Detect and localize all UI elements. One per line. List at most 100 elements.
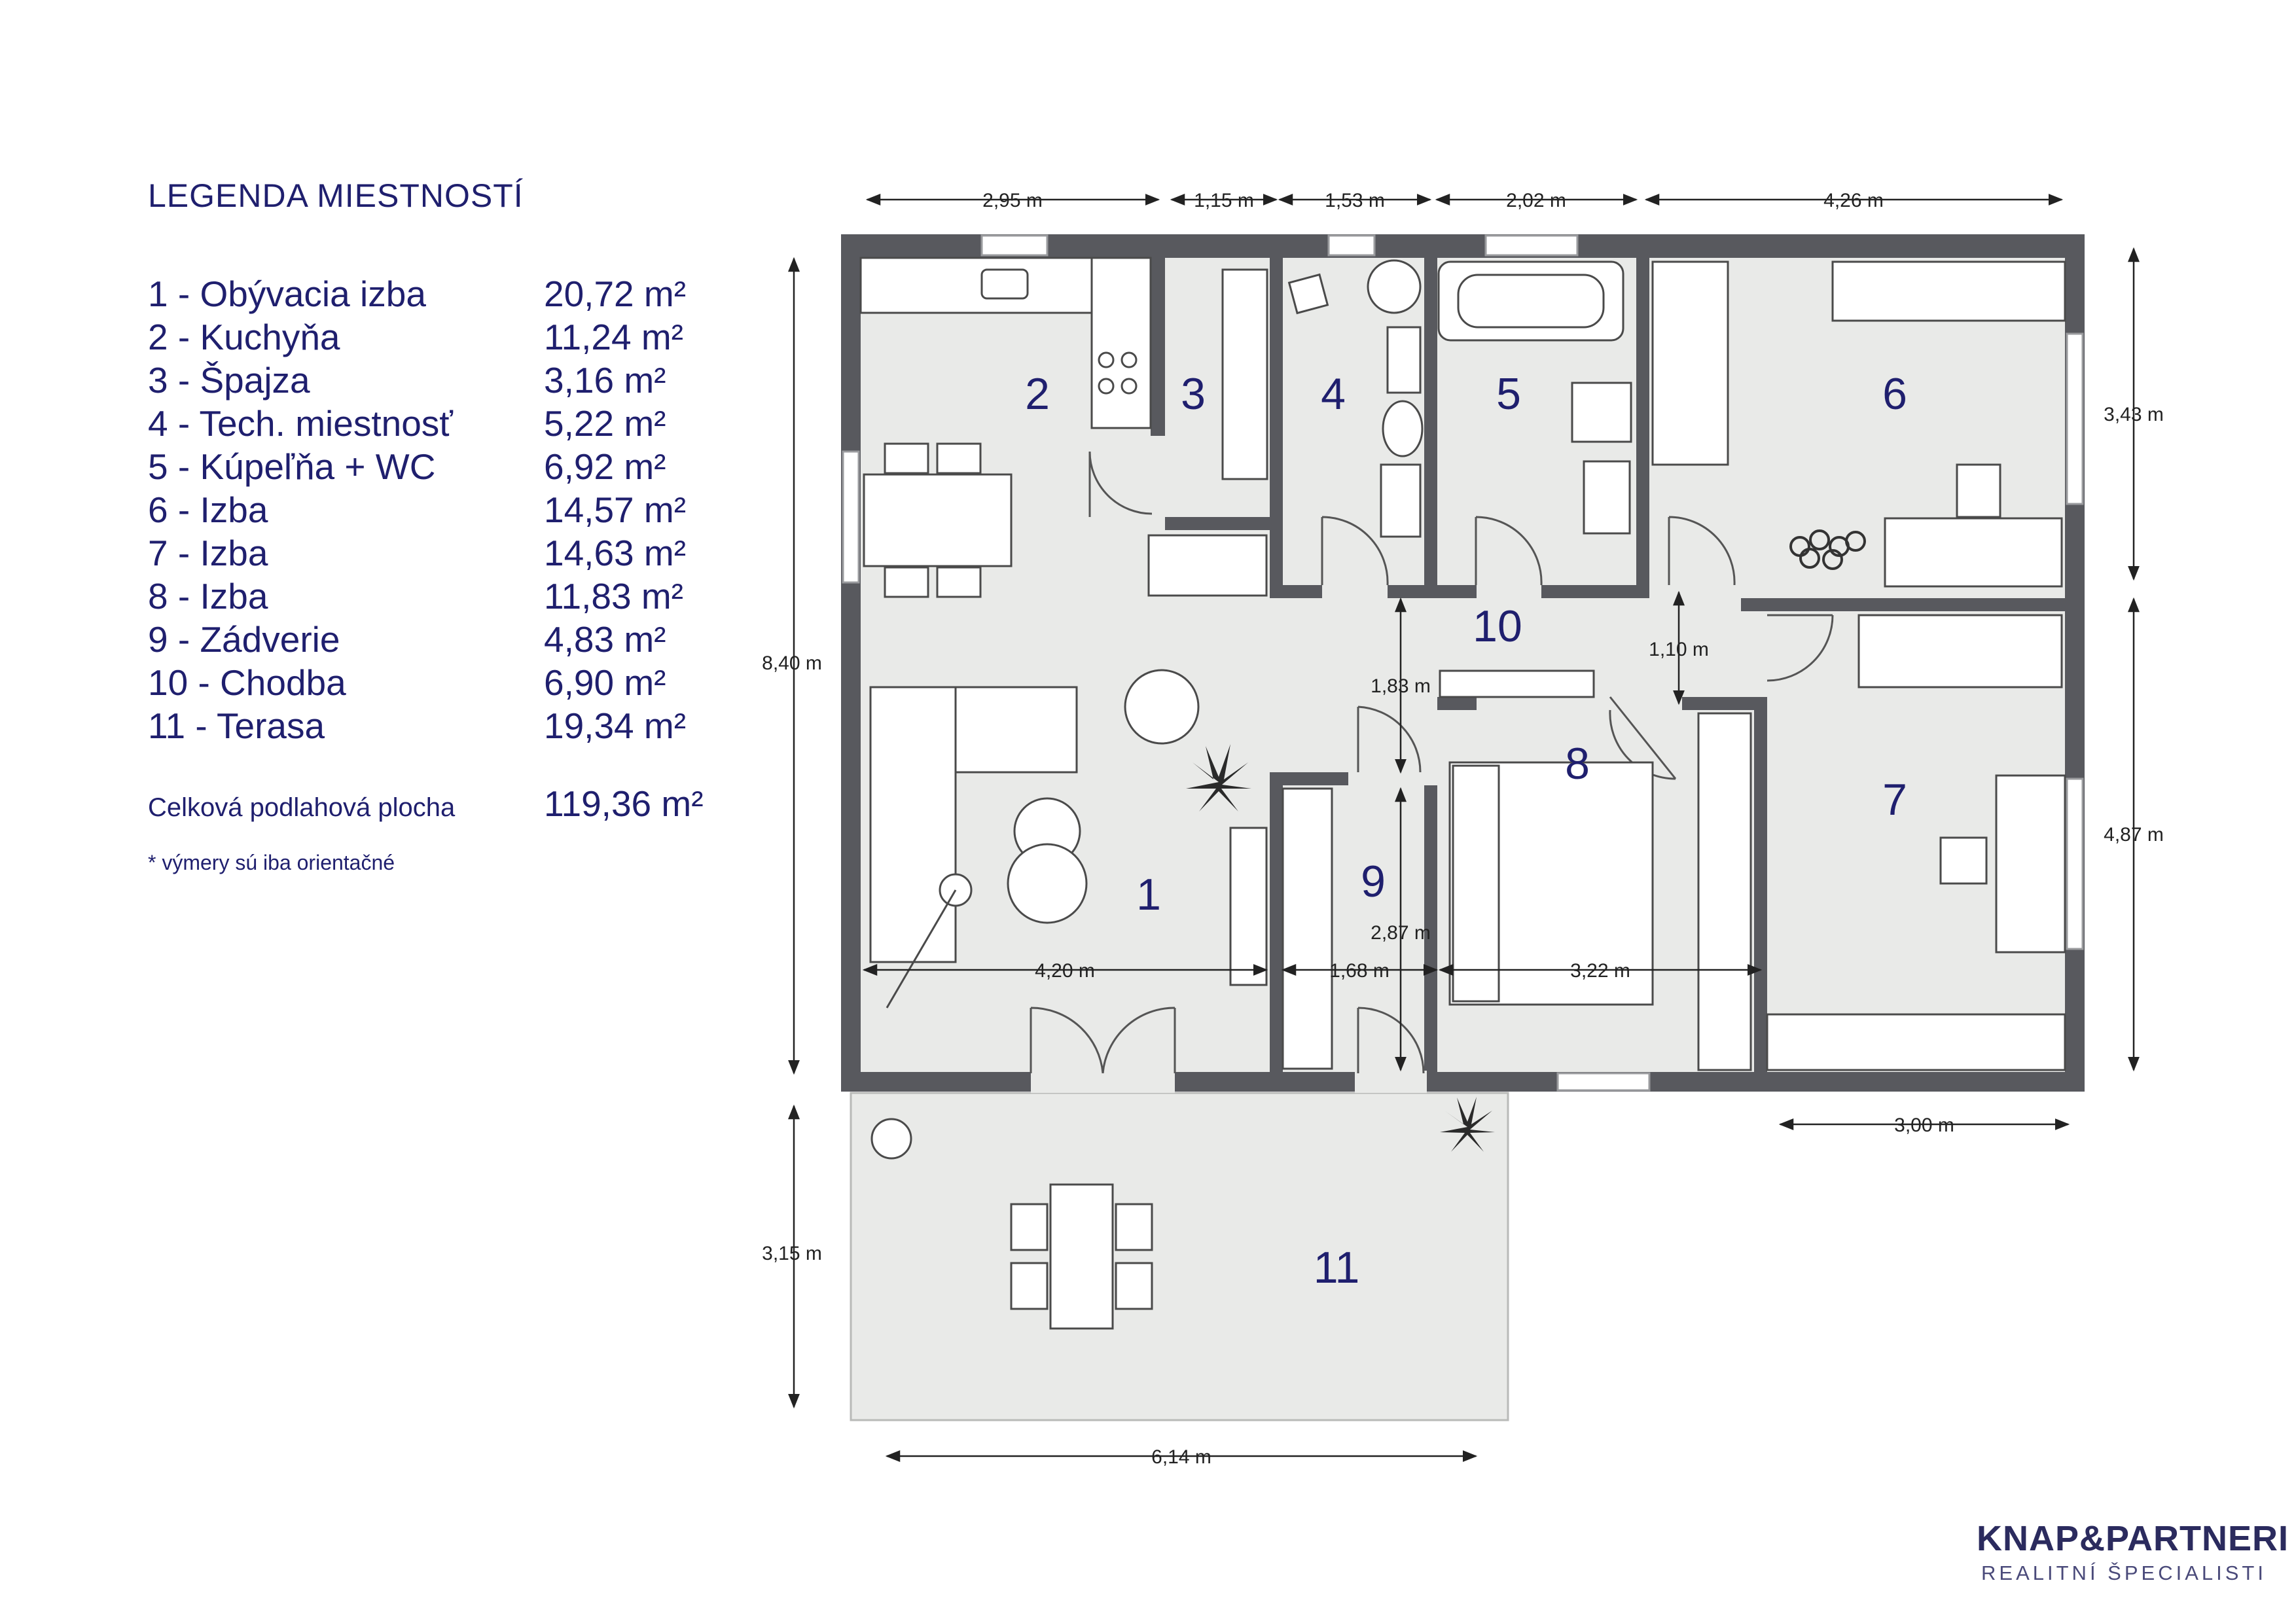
door-swing-room8 <box>1609 696 1677 780</box>
window-tech <box>1327 234 1376 257</box>
door-swing-bath <box>1475 516 1543 586</box>
dining-table <box>863 473 1013 567</box>
door-entrance <box>1355 1071 1427 1093</box>
wall-pantry-bottom <box>1165 517 1283 530</box>
pantry-cabinet <box>1147 534 1268 597</box>
dim-label: 8,40 m <box>762 652 822 674</box>
total-label: Celková podlahová plocha <box>148 793 456 822</box>
dimension-labels: 2,95 m 1,15 m 1,53 m 2,02 m 4,26 m 8,40 … <box>762 190 2164 1468</box>
logo-tagline: REALITNÍ ŠPECIALISTI <box>1981 1561 2267 1584</box>
room-number: 11 <box>1314 1243 1360 1293</box>
window-room7 <box>2066 777 2084 950</box>
wall-room8-top-a <box>1437 697 1477 710</box>
room-area: 5,22 m² <box>544 403 666 444</box>
company-logo: KNAP&PARTNERI REALITNÍ ŠPECIALISTI <box>1977 1518 2289 1585</box>
room-name: 10 - Chodba <box>148 662 346 703</box>
wardrobe-room8 <box>1697 712 1752 1071</box>
washing-machine-icon <box>1571 382 1632 443</box>
door-swing-pantry <box>1088 451 1153 517</box>
window-kitchen <box>980 234 1049 257</box>
legend-row: 8 - Izba 11,83 m² <box>148 575 740 618</box>
wall-left <box>841 234 861 1092</box>
door-swing-terrace-a <box>1030 1007 1104 1074</box>
room-name: 3 - Špajza <box>148 360 310 401</box>
total-floor-area: Celková podlahová plocha 119,36 m² <box>148 783 740 825</box>
dim-label: 2,95 m <box>982 190 1043 211</box>
floor-lamp-arm <box>886 889 957 1008</box>
room-name: 7 - Izba <box>148 533 268 573</box>
windows <box>842 234 2084 1092</box>
legend-row: 10 - Chodba 6,90 m² <box>148 661 740 704</box>
room-area: 14,57 m² <box>544 490 687 530</box>
room-name: 8 - Izba <box>148 576 268 616</box>
dim-label: 3,43 m <box>2104 404 2164 425</box>
kitchen-sink-icon <box>980 268 1029 300</box>
door-swing-room7 <box>1767 614 1834 682</box>
wardrobe-room6 <box>1831 260 2066 322</box>
legend-row: 3 - Špajza 3,16 m² <box>148 359 740 402</box>
dim-label: 1,10 m <box>1649 639 1709 660</box>
room-name: 5 - Kúpeľňa + WC <box>148 446 436 487</box>
desk-room7 <box>1995 774 2066 954</box>
dining-chair <box>884 442 929 474</box>
dim-label: 2,02 m <box>1506 190 1566 211</box>
toilet-tank-icon <box>1386 326 1422 394</box>
dim-label: 1,83 m <box>1371 675 1431 697</box>
dim-label: 3,22 m <box>1570 960 1630 982</box>
bed-room6 <box>1651 260 1729 466</box>
door-swing-tech <box>1321 516 1389 586</box>
flowers-icon <box>1789 529 1866 570</box>
room-area: 20,72 m² <box>544 274 687 314</box>
grill-icon <box>870 1118 912 1160</box>
terrace-chair <box>1115 1203 1153 1251</box>
wall-bath-room6 <box>1636 258 1649 598</box>
pantry-shelf <box>1221 268 1268 480</box>
plant-icon <box>1186 744 1251 812</box>
dim-label: 1,53 m <box>1325 190 1385 211</box>
dim-label: 1,15 m <box>1194 190 1254 211</box>
room-area: 3,16 m² <box>544 360 666 401</box>
window-kitchen-side <box>842 450 860 584</box>
wall-pantry-tech <box>1270 258 1283 598</box>
wall-tech-bottom-a <box>1283 585 1322 598</box>
window-room8 <box>1556 1072 1651 1092</box>
room-area: 11,24 m² <box>544 317 683 357</box>
chair-room7 <box>1939 836 1988 885</box>
wall-tech-bottom-b <box>1388 585 1437 598</box>
plant-icon <box>1440 1097 1495 1152</box>
door-living-terrace <box>1031 1071 1175 1093</box>
coffee-table-round <box>1124 669 1200 745</box>
logo-name: KNAP&PARTNERI <box>1977 1519 2289 1558</box>
room-number: 2 <box>1025 369 1050 419</box>
room-number: 4 <box>1321 369 1346 419</box>
room-name: 11 - Terasa <box>148 705 325 746</box>
boiler-icon <box>1367 259 1422 314</box>
dim-label: 3,15 m <box>762 1243 822 1264</box>
room-labels: 1 2 3 4 5 6 7 8 9 10 11 <box>1025 369 1907 1293</box>
room-number: 6 <box>1882 369 1907 419</box>
terrace-floor <box>850 1092 1509 1421</box>
wall-bath-bottom-b <box>1541 585 1649 598</box>
sofa-side <box>869 686 957 963</box>
kitchen-counter-side <box>1090 257 1152 429</box>
dim-label: 4,87 m <box>2104 824 2164 846</box>
disclaimer-note: * výmery sú iba orientačné <box>148 851 395 874</box>
room-number: 1 <box>1136 870 1161 919</box>
wall-room8-room7 <box>1754 697 1767 1072</box>
dim-label: 1,68 m <box>1329 960 1390 982</box>
wall-bottom <box>841 1072 2085 1092</box>
room-number: 5 <box>1496 369 1521 419</box>
room-area: 11,83 m² <box>544 576 683 616</box>
wardrobe-room7 <box>1766 1013 2066 1071</box>
entrance-wardrobe <box>1282 787 1333 1070</box>
room-number: 7 <box>1882 775 1907 825</box>
room-area: 6,90 m² <box>544 662 666 703</box>
